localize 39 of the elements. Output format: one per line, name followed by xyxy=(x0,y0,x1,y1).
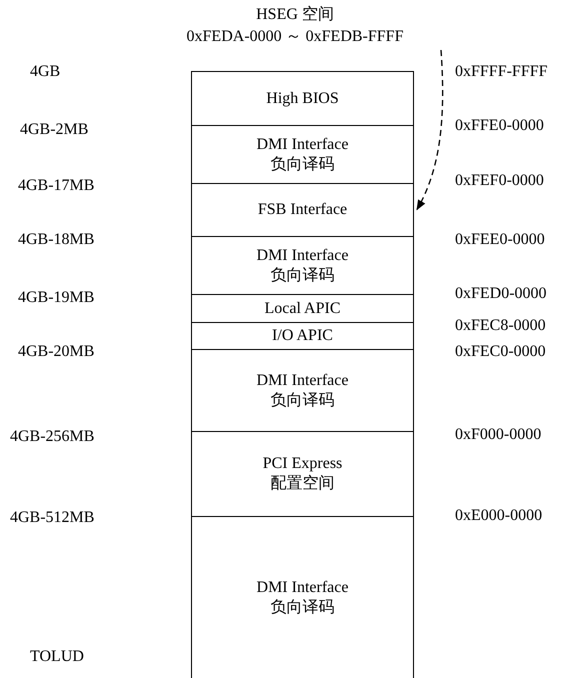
memory-region-block xyxy=(191,71,414,126)
address-range: 0xFEDA-0000 ～ 0xFEDB-FFFF xyxy=(186,27,404,47)
memory-region-block xyxy=(191,431,414,518)
hex-address-label: 0xFEE0-0000 xyxy=(455,231,545,249)
region-label: DMI Interface 负向译码 xyxy=(256,578,350,618)
memory-region-block xyxy=(191,125,414,184)
hex-address-label: 0xFEC8-0000 xyxy=(455,317,546,335)
hex-address-label: 0xF000-0000 xyxy=(455,426,542,444)
region-label: Local APIC xyxy=(264,298,340,319)
address-size-label: 4GB-512MB xyxy=(10,509,94,527)
memory-region-block xyxy=(191,294,414,324)
address-size-label: 4GB-17MB xyxy=(18,177,94,195)
address-size-label: 4GB-19MB xyxy=(18,289,94,307)
address-size-label: 4GB-20MB xyxy=(18,343,94,361)
memory-region-block xyxy=(191,322,414,350)
region-label: DMI Interface 负向译码 xyxy=(256,134,350,175)
hex-address-label: 0xE000-0000 xyxy=(455,507,542,525)
hex-address-label: 0xFFFF-FFFF xyxy=(455,63,548,81)
region-label: DMI Interface 负向译码 xyxy=(256,370,350,411)
hex-address-label: 0xFFE0-0000 xyxy=(455,117,544,135)
address-size-label: TOLUD xyxy=(30,648,84,666)
address-size-label: 4GB xyxy=(30,63,60,81)
arrow xyxy=(416,50,444,210)
region-label: I/O APIC xyxy=(272,326,333,346)
region-label: FSB Interface xyxy=(258,200,348,220)
memory-region-block xyxy=(191,349,414,432)
address-size-label: 4GB-18MB xyxy=(18,231,94,249)
hex-address-label: 0xFED0-0000 xyxy=(455,285,547,303)
region-label: DMI Interface 负向译码 xyxy=(256,246,350,286)
memory-region-block xyxy=(191,183,414,238)
hex-address-label: 0xFEC0-0000 xyxy=(455,343,546,361)
memory-region-block xyxy=(191,516,414,678)
region-label: High BIOS xyxy=(266,88,339,109)
address-size-label: 4GB-2MB xyxy=(20,121,88,139)
memory-region-block xyxy=(191,236,414,296)
hex-address-label: 0xFEF0-0000 xyxy=(455,172,544,190)
region-label: PCI Express 配置空间 xyxy=(262,454,344,494)
region-title: HSEG 空间 xyxy=(255,4,335,25)
address-size-label: 4GB-256MB xyxy=(10,428,94,446)
